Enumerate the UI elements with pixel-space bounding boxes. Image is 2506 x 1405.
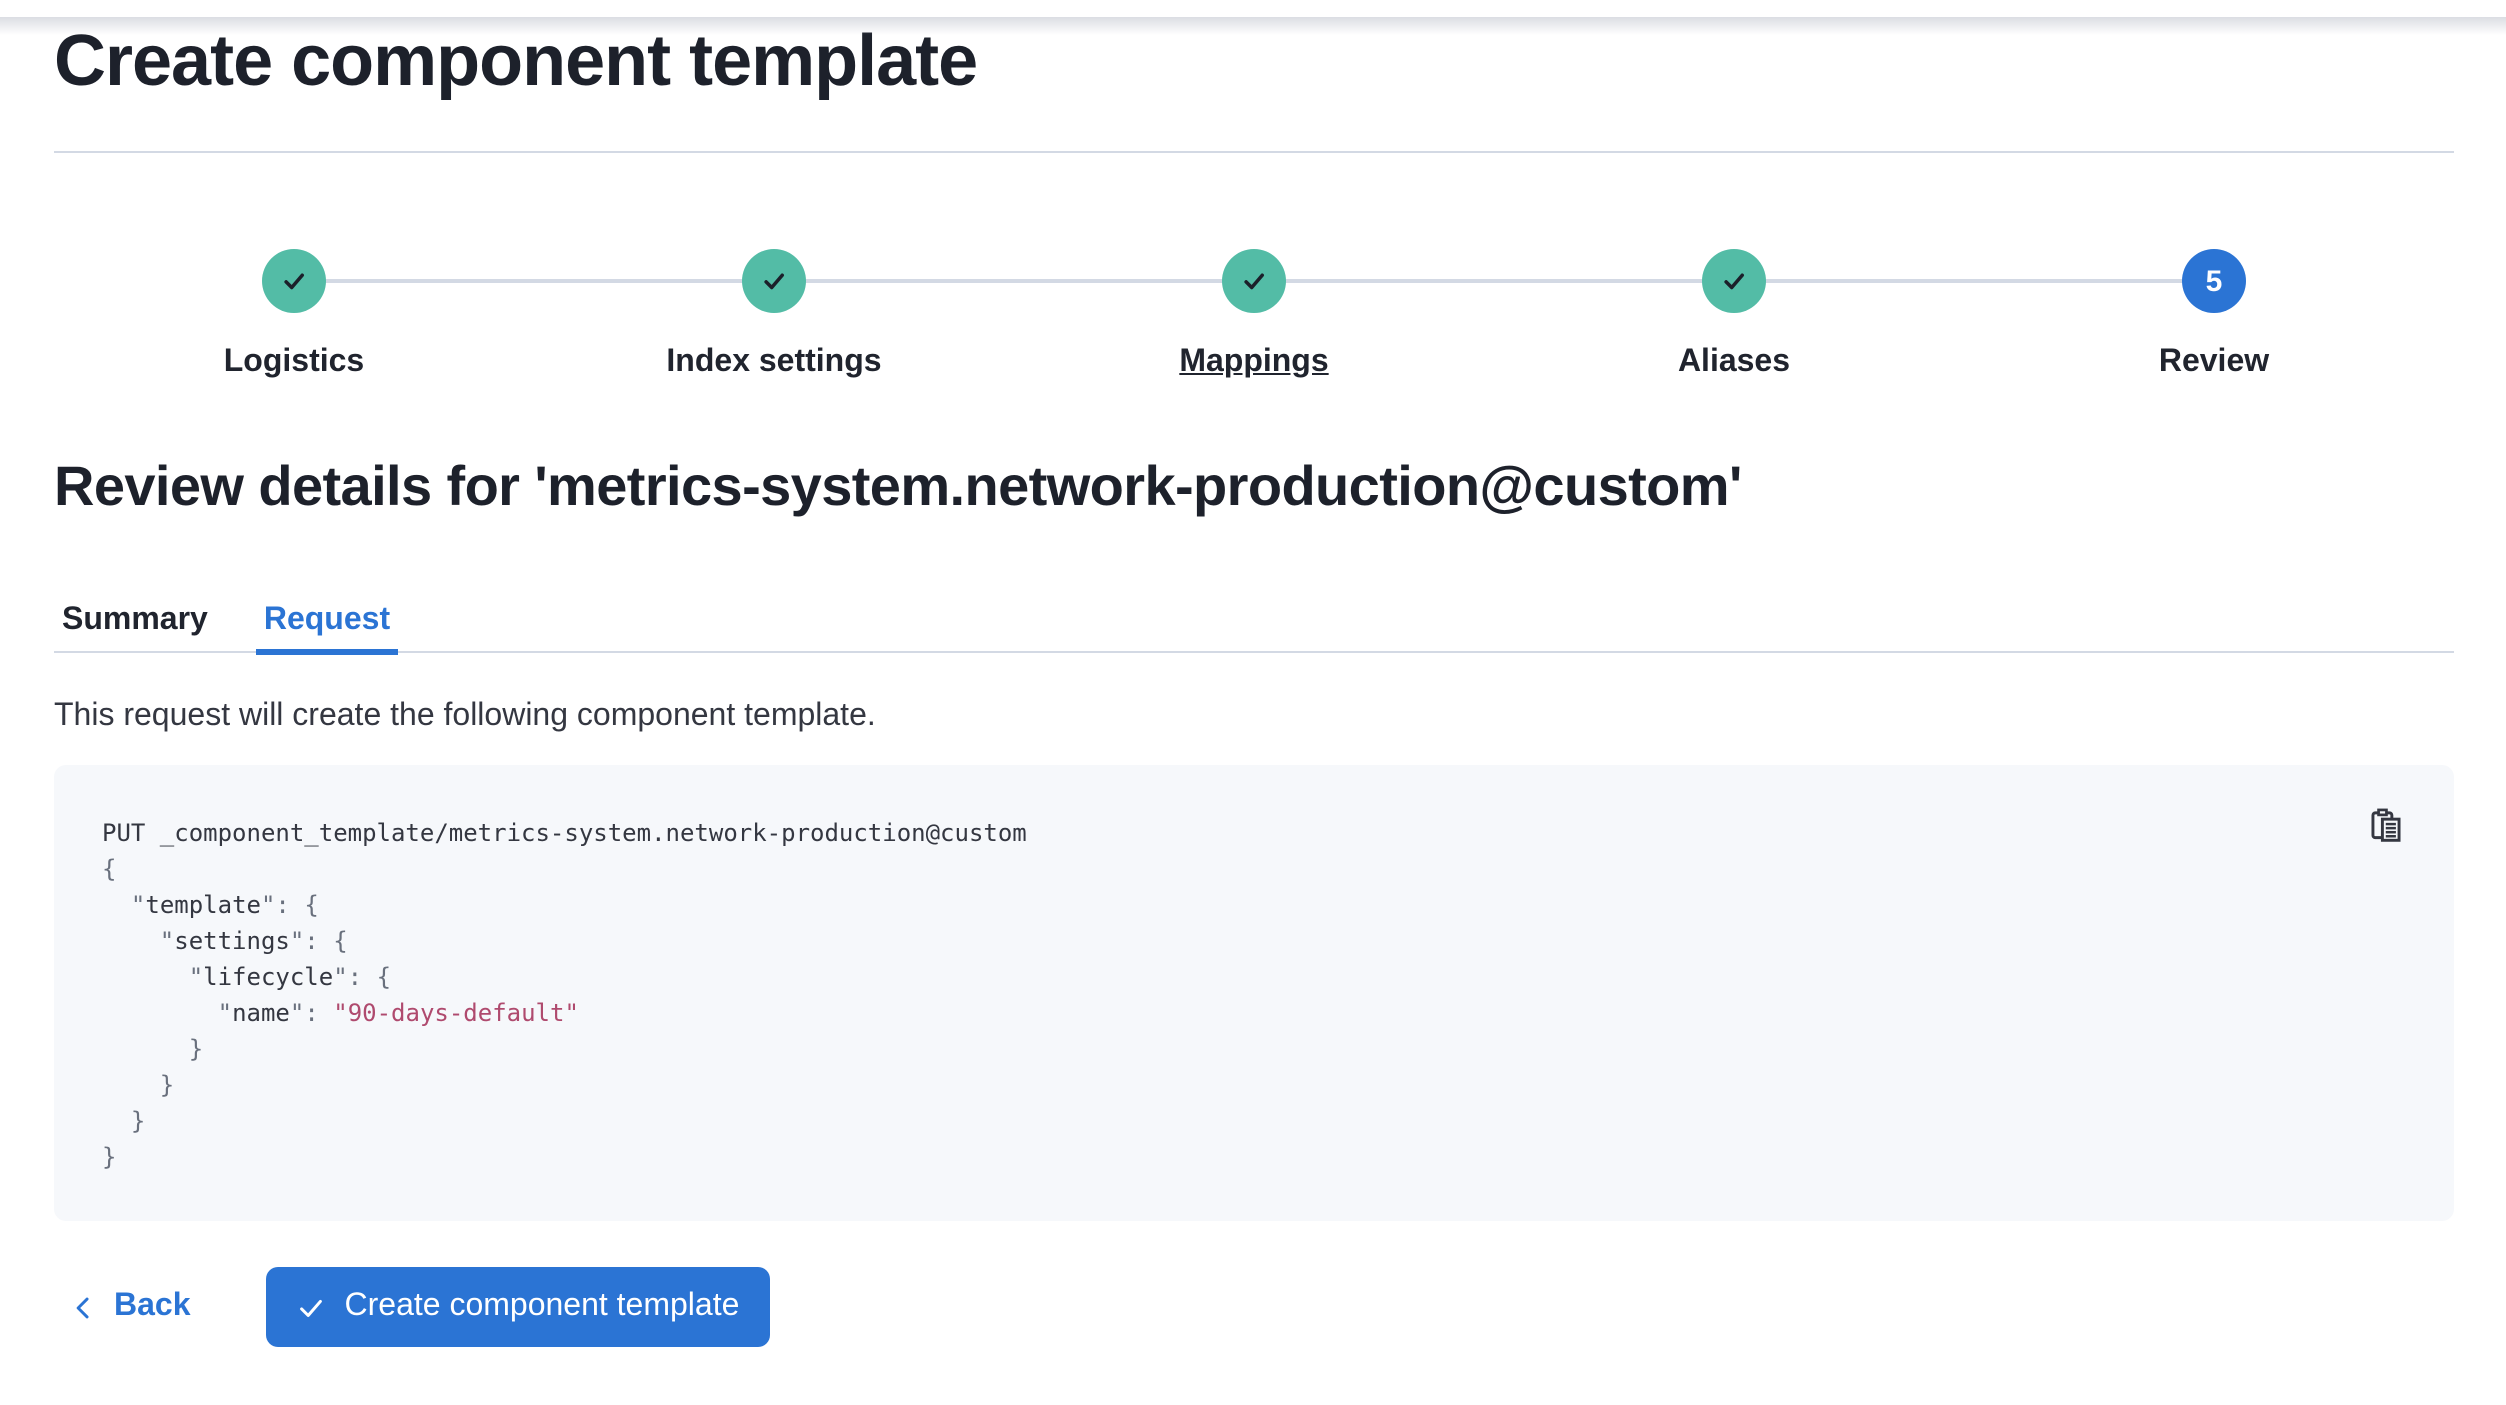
- step-label: Aliases: [1677, 345, 1791, 379]
- stepper-step-mappings[interactable]: Mappings: [1014, 249, 1494, 387]
- request-description: This request will create the following c…: [54, 699, 876, 733]
- code-line: PUT _component_template/metrics-system.n…: [102, 819, 1027, 847]
- page-title: Create component template: [54, 19, 978, 101]
- code-line: }: [102, 1035, 204, 1063]
- request-code-block: PUT _component_template/metrics-system.n…: [54, 765, 2454, 1221]
- code-line: }: [102, 1107, 146, 1135]
- step-complete-check-icon: [1702, 249, 1766, 313]
- review-tabs: Summary Request: [54, 591, 2454, 655]
- check-icon: [297, 1292, 327, 1322]
- step-label: Mappings: [1179, 345, 1329, 379]
- copy-icon: [2368, 808, 2404, 849]
- wizard-footer: Back Create component template: [54, 1267, 2454, 1347]
- step-complete-check-icon: [742, 249, 806, 313]
- create-component-template-wizard: Create component template Logistics Index…: [0, 17, 2506, 1347]
- stepper-step-logistics[interactable]: Logistics: [54, 249, 534, 387]
- code-line: "template": {: [102, 891, 319, 919]
- copy-to-clipboard-button[interactable]: [2368, 807, 2404, 843]
- step-label: Logistics: [223, 345, 365, 379]
- code-line: "lifecycle": {: [102, 963, 392, 991]
- stepper-step-index-settings[interactable]: Index settings: [534, 249, 1014, 387]
- tab-request[interactable]: Request: [255, 591, 399, 655]
- create-component-template-button[interactable]: Create component template: [266, 1267, 770, 1347]
- back-button[interactable]: Back: [54, 1267, 207, 1347]
- step-complete-check-icon: [262, 249, 326, 313]
- step-label: Index settings: [666, 345, 882, 379]
- back-button-label: Back: [114, 1289, 191, 1323]
- step-current-number: 5: [2182, 249, 2246, 313]
- code-line: "settings": {: [102, 927, 348, 955]
- code-line: }: [102, 1071, 175, 1099]
- step-label: Review: [2158, 345, 2270, 379]
- title-divider: [54, 151, 2454, 153]
- step-complete-check-icon: [1222, 249, 1286, 313]
- chevron-left-icon: [70, 1294, 96, 1320]
- code-line: "name": "90-days-default": [102, 999, 579, 1027]
- code-line: }: [102, 1143, 117, 1171]
- review-heading: Review details for 'metrics-system.netwo…: [54, 455, 1742, 517]
- tab-summary[interactable]: Summary: [54, 591, 216, 651]
- page: Create component template Logistics Index…: [0, 17, 2506, 1405]
- code-line: {: [102, 855, 117, 883]
- stepper-step-aliases[interactable]: Aliases: [1494, 249, 1974, 387]
- create-component-template-button-label: Create component template: [344, 1289, 740, 1323]
- code-content: PUT _component_template/metrics-system.n…: [102, 815, 2334, 1175]
